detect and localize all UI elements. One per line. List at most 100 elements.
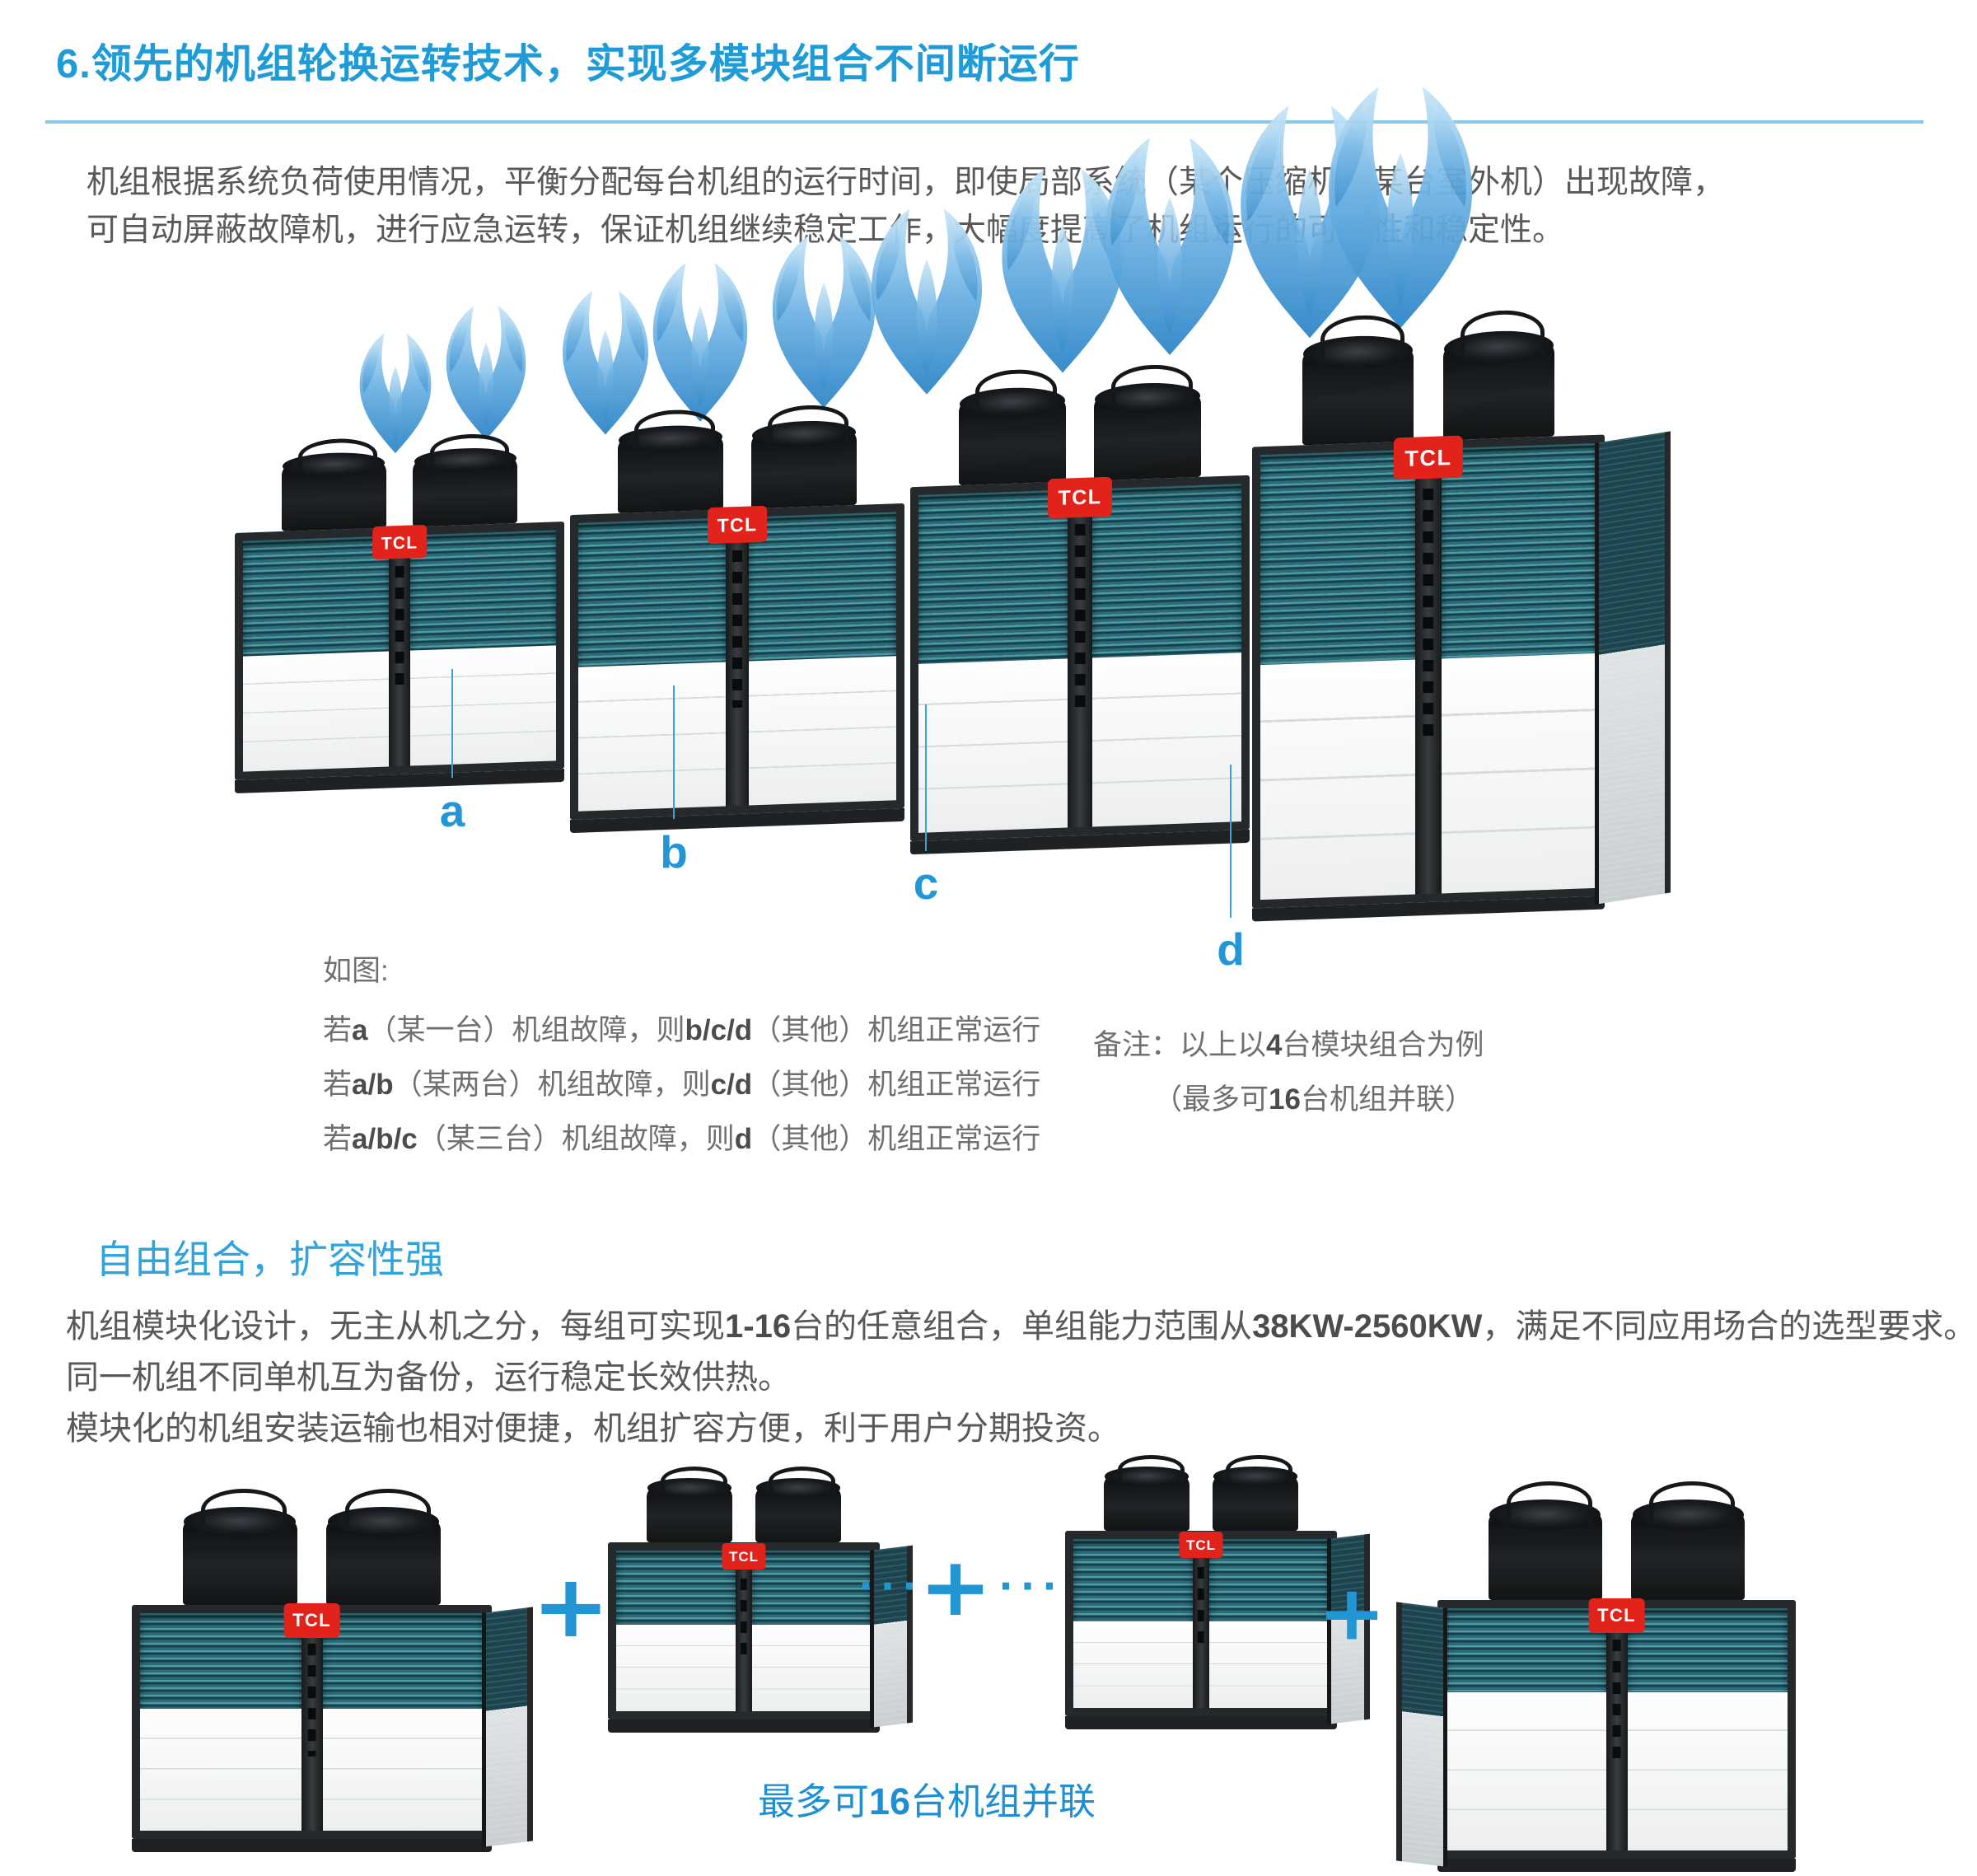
fan-deck bbox=[235, 435, 564, 533]
note-line2: （最多可16台机组并联） bbox=[1153, 1083, 1474, 1116]
fan-icon bbox=[958, 396, 1067, 486]
base-rail bbox=[132, 1839, 492, 1852]
coil-bay bbox=[243, 536, 389, 772]
fan-icon bbox=[617, 433, 724, 514]
coil-bay bbox=[1209, 1539, 1329, 1708]
base-rail bbox=[608, 1719, 880, 1733]
coil-bay bbox=[1260, 449, 1415, 901]
tcl-logo: TCL bbox=[1047, 476, 1113, 519]
label-leader-c bbox=[925, 704, 927, 851]
fan-icon bbox=[1631, 1481, 1746, 1600]
service-panel bbox=[1446, 1692, 1606, 1850]
combination-caption: 最多可16台机组并联 bbox=[757, 1780, 1096, 1822]
fan-deck bbox=[1252, 313, 1605, 447]
service-panel bbox=[1209, 1621, 1329, 1708]
fan-icon bbox=[1442, 341, 1555, 441]
airflow-icon bbox=[652, 263, 748, 422]
fan-icon bbox=[1093, 391, 1202, 481]
fan-deck bbox=[1065, 1455, 1337, 1531]
coil-bay bbox=[1073, 1539, 1193, 1708]
service-panel bbox=[1442, 653, 1596, 894]
coil-bay bbox=[140, 1613, 301, 1831]
fan-icon bbox=[755, 1467, 842, 1542]
legend-line: 若a/b/c（某三台）机组故障，则d（其他）机组正常运行 bbox=[323, 1123, 1041, 1155]
airflow-icon bbox=[1328, 87, 1473, 329]
legend-line: 若a/b（某两台）机组故障，则c/d（其他）机组正常运行 bbox=[323, 1069, 1041, 1101]
cabinet: TCL bbox=[1065, 1531, 1370, 1724]
section2-heading: 自由组合，扩容性强 bbox=[96, 1237, 444, 1281]
cabinet: TCL bbox=[235, 522, 564, 780]
coil-panel bbox=[410, 530, 556, 651]
ellipsis: ··· bbox=[858, 1564, 924, 1608]
fan-icon bbox=[1103, 1455, 1190, 1531]
coil-panel bbox=[1092, 484, 1241, 658]
coil-bay bbox=[1446, 1608, 1606, 1850]
heat-pump-unit-a: TCL bbox=[235, 435, 564, 793]
service-panel bbox=[1092, 653, 1241, 827]
cabinet: TCL bbox=[910, 475, 1250, 842]
module-label-c: c bbox=[913, 858, 939, 909]
cabinet-side-face bbox=[1396, 1602, 1447, 1867]
section2-line: 模块化的机组安装运输也相对便捷，机组扩容方便，利于用户分期投资。 bbox=[66, 1411, 1120, 1447]
legend-line: 若a（某一台）机组故障，则b/c/d（其他）机组正常运行 bbox=[323, 1014, 1041, 1046]
coil-bay bbox=[1442, 442, 1596, 894]
heat-pump-unit-d: TCL bbox=[1252, 313, 1671, 922]
combo-unit-3: TCL bbox=[1065, 1455, 1370, 1729]
heat-pump-unit-b: TCL bbox=[570, 406, 904, 834]
center-post: TCL bbox=[1047, 476, 1113, 828]
service-panel bbox=[918, 658, 1068, 833]
tcl-logo: TCL bbox=[722, 1542, 766, 1570]
coil-panel bbox=[1073, 1539, 1193, 1621]
combo-unit-4: TCL bbox=[1396, 1481, 1796, 1872]
center-post: TCL bbox=[372, 525, 427, 767]
fan-deck bbox=[1437, 1481, 1796, 1600]
service-panel bbox=[322, 1709, 484, 1831]
combo-unit-2: TCL bbox=[608, 1467, 913, 1733]
tcl-logo: TCL bbox=[1179, 1531, 1223, 1558]
service-panel bbox=[243, 651, 389, 772]
base-rail bbox=[1065, 1716, 1337, 1729]
fan-icon bbox=[1212, 1455, 1299, 1531]
ellipsis: ··· bbox=[998, 1564, 1064, 1608]
fan-deck bbox=[570, 406, 904, 515]
label-leader-b bbox=[673, 685, 675, 819]
coil-bay bbox=[578, 517, 726, 812]
plus-sign: + bbox=[1317, 1569, 1386, 1658]
fan-icon bbox=[646, 1467, 733, 1542]
coil-panel bbox=[578, 517, 726, 667]
center-post: TCL bbox=[283, 1602, 340, 1831]
coil-panel bbox=[243, 536, 389, 657]
tcl-logo: TCL bbox=[708, 506, 767, 545]
center-post: TCL bbox=[1179, 1531, 1223, 1708]
coil-panel bbox=[322, 1613, 484, 1709]
base-rail bbox=[1437, 1859, 1796, 1872]
cabinet: TCL bbox=[608, 1542, 913, 1728]
fan-deck bbox=[608, 1467, 880, 1542]
coil-bay bbox=[749, 512, 896, 806]
fan-icon bbox=[1488, 1481, 1602, 1600]
coil-panel bbox=[616, 1551, 736, 1625]
cabinet: TCL bbox=[132, 1602, 533, 1847]
center-post: TCL bbox=[708, 506, 767, 807]
coil-panel bbox=[1627, 1608, 1788, 1692]
coil-bay bbox=[1092, 484, 1241, 827]
combo-unit-1: TCL bbox=[132, 1488, 533, 1852]
fan-icon bbox=[750, 428, 858, 509]
coil-panel bbox=[918, 489, 1068, 664]
label-leader-a bbox=[451, 669, 453, 778]
plus-sign: + bbox=[918, 1541, 993, 1635]
fan-icon bbox=[326, 1488, 441, 1605]
service-panel bbox=[1260, 659, 1415, 901]
tcl-logo: TCL bbox=[1393, 435, 1464, 480]
service-panel bbox=[616, 1625, 736, 1711]
service-panel bbox=[749, 656, 896, 806]
service-panel bbox=[410, 645, 556, 766]
service-panel bbox=[752, 1625, 872, 1711]
module-label-b: b bbox=[660, 826, 688, 877]
module-label-a: a bbox=[439, 785, 465, 836]
coil-panel bbox=[1260, 449, 1415, 666]
coil-panel bbox=[749, 512, 896, 662]
fan-deck bbox=[132, 1488, 492, 1605]
section2-line: 同一机组不同单机互为备份，运行稳定长效供热。 bbox=[66, 1359, 791, 1396]
